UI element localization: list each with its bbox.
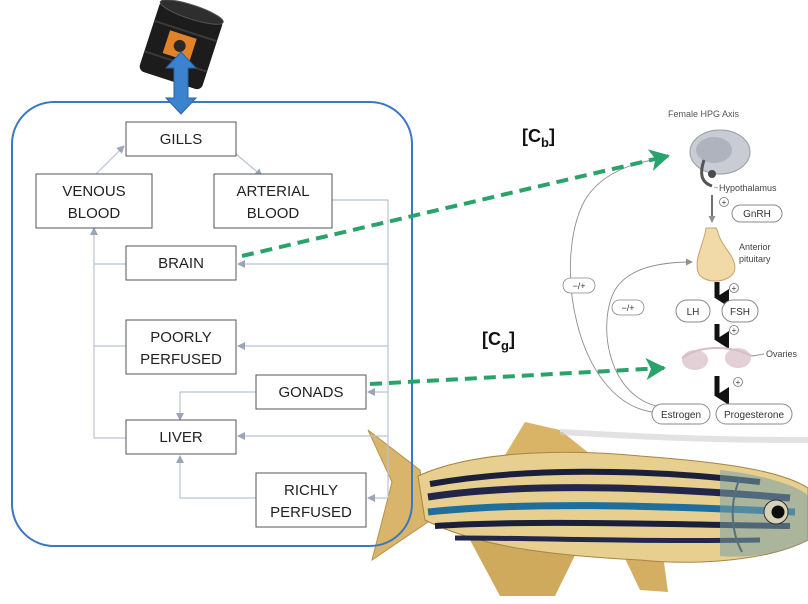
- svg-text:[Cg]: [Cg]: [482, 329, 515, 353]
- plus-sign: +: [722, 198, 727, 207]
- anterior-label-2: pituitary: [739, 254, 771, 264]
- plus-icon: [719, 197, 729, 207]
- fish-pupil: [771, 505, 785, 519]
- poorly-label-line2: PERFUSED: [140, 351, 222, 368]
- hypothalamus-pointer: [713, 186, 719, 189]
- feedback-sign-outer: −/+: [572, 281, 585, 291]
- richly-label-line1: RICHLY: [284, 482, 338, 499]
- hpg-title: Female HPG Axis: [668, 109, 740, 119]
- compartment-richly-perfused: RICHLY PERFUSED: [255, 472, 367, 528]
- hpg-axis-panel: Female HPG Axis Hypothalamus + GnRH Ante…: [555, 95, 808, 443]
- fish-tail-fin: [367, 429, 429, 562]
- progesterone-pill: [715, 403, 793, 425]
- gnrh-pill: [731, 204, 783, 223]
- brain-concentration-label: [Cb]: [522, 126, 555, 150]
- poorly-label-line1: POORLY: [150, 329, 211, 346]
- svg-text:[Cb]: [Cb]: [522, 126, 555, 150]
- feedback-loop-pituitary: [606, 258, 693, 407]
- ovaries-label: Ovaries: [766, 349, 798, 359]
- feedback-loop-hypothalamus: [569, 155, 667, 413]
- brain-label: BRAIN: [158, 255, 204, 272]
- richly-label-line2: PERFUSED: [270, 504, 352, 521]
- gonads-label: GONADS: [278, 384, 343, 401]
- ovaries-illustration: [681, 347, 753, 370]
- gnrh-label: GnRH: [743, 209, 771, 220]
- compartment-poorly-perfused: POORLY PERFUSED: [125, 319, 237, 375]
- feedback-sign-inner: −/+: [621, 303, 634, 313]
- pbpk-outer-frame: [11, 101, 413, 547]
- venous-label-line1: VENOUS: [62, 183, 125, 200]
- lh-label: LH: [687, 307, 700, 318]
- plus-sign: +: [736, 378, 741, 387]
- hpg-panel-background: [555, 95, 808, 440]
- plus-sign: +: [732, 326, 737, 335]
- compartment-liver: LIVER: [125, 419, 237, 455]
- water-exchange-arrow: [164, 51, 198, 115]
- plus-icon: [729, 325, 739, 335]
- compartment-arterial-blood: ARTERIAL BLOOD: [213, 173, 333, 229]
- pituitary-illustration: [696, 227, 736, 282]
- lh-pill: [675, 299, 711, 323]
- fish-dorsal-fin: [505, 422, 595, 458]
- plus-icon: [733, 377, 743, 387]
- fsh-label: FSH: [730, 307, 750, 318]
- zebrafish-illustration: [367, 422, 808, 596]
- arterial-label-line1: ARTERIAL: [236, 183, 309, 200]
- hpg-panel-shadow: [559, 429, 808, 443]
- pbpk-model: GILLS VENOUS BLOOD ARTERIAL BLOOD BRAIN …: [11, 101, 413, 547]
- hypothalamus-label: Hypothalamus: [719, 183, 777, 193]
- liver-label: LIVER: [159, 429, 203, 446]
- plus-sign: +: [732, 284, 737, 293]
- brain-illustration: [689, 129, 751, 188]
- ovaries-pointer: [751, 353, 765, 357]
- contaminant-barrel: [139, 0, 224, 90]
- compartment-gills: GILLS: [125, 121, 237, 157]
- arterial-label-line2: BLOOD: [247, 205, 300, 222]
- feedback-badge-inner: [611, 299, 645, 316]
- compartment-venous-blood: VENOUS BLOOD: [35, 173, 153, 229]
- fish-gill-line: [731, 477, 743, 553]
- fish-stripe: [454, 535, 761, 544]
- gonad-concentration-label: [Cg]: [482, 329, 515, 353]
- gills-label: GILLS: [160, 131, 203, 148]
- brain-to-hypothalamus-arrow: [241, 149, 670, 258]
- fish-anal-fin: [470, 540, 580, 596]
- fish-stripe: [429, 468, 761, 487]
- feedback-badge-outer: [562, 277, 596, 294]
- anterior-label-1: Anterior: [739, 242, 771, 252]
- estrogen-label: Estrogen: [661, 410, 701, 421]
- compartment-brain: BRAIN: [125, 245, 237, 281]
- blood-flow-lines: [90, 145, 389, 502]
- progesterone-label: Progesterone: [724, 410, 784, 421]
- venous-label-line2: BLOOD: [68, 205, 121, 222]
- estrogen-pill: [651, 403, 711, 425]
- barrel-top: [159, 0, 224, 25]
- fsh-pill: [721, 299, 759, 323]
- gonads-to-ovaries-arrow: [369, 357, 666, 386]
- compartment-gonads: GONADS: [255, 374, 367, 410]
- hazard-icon: [173, 39, 186, 52]
- plus-icon: [729, 283, 739, 293]
